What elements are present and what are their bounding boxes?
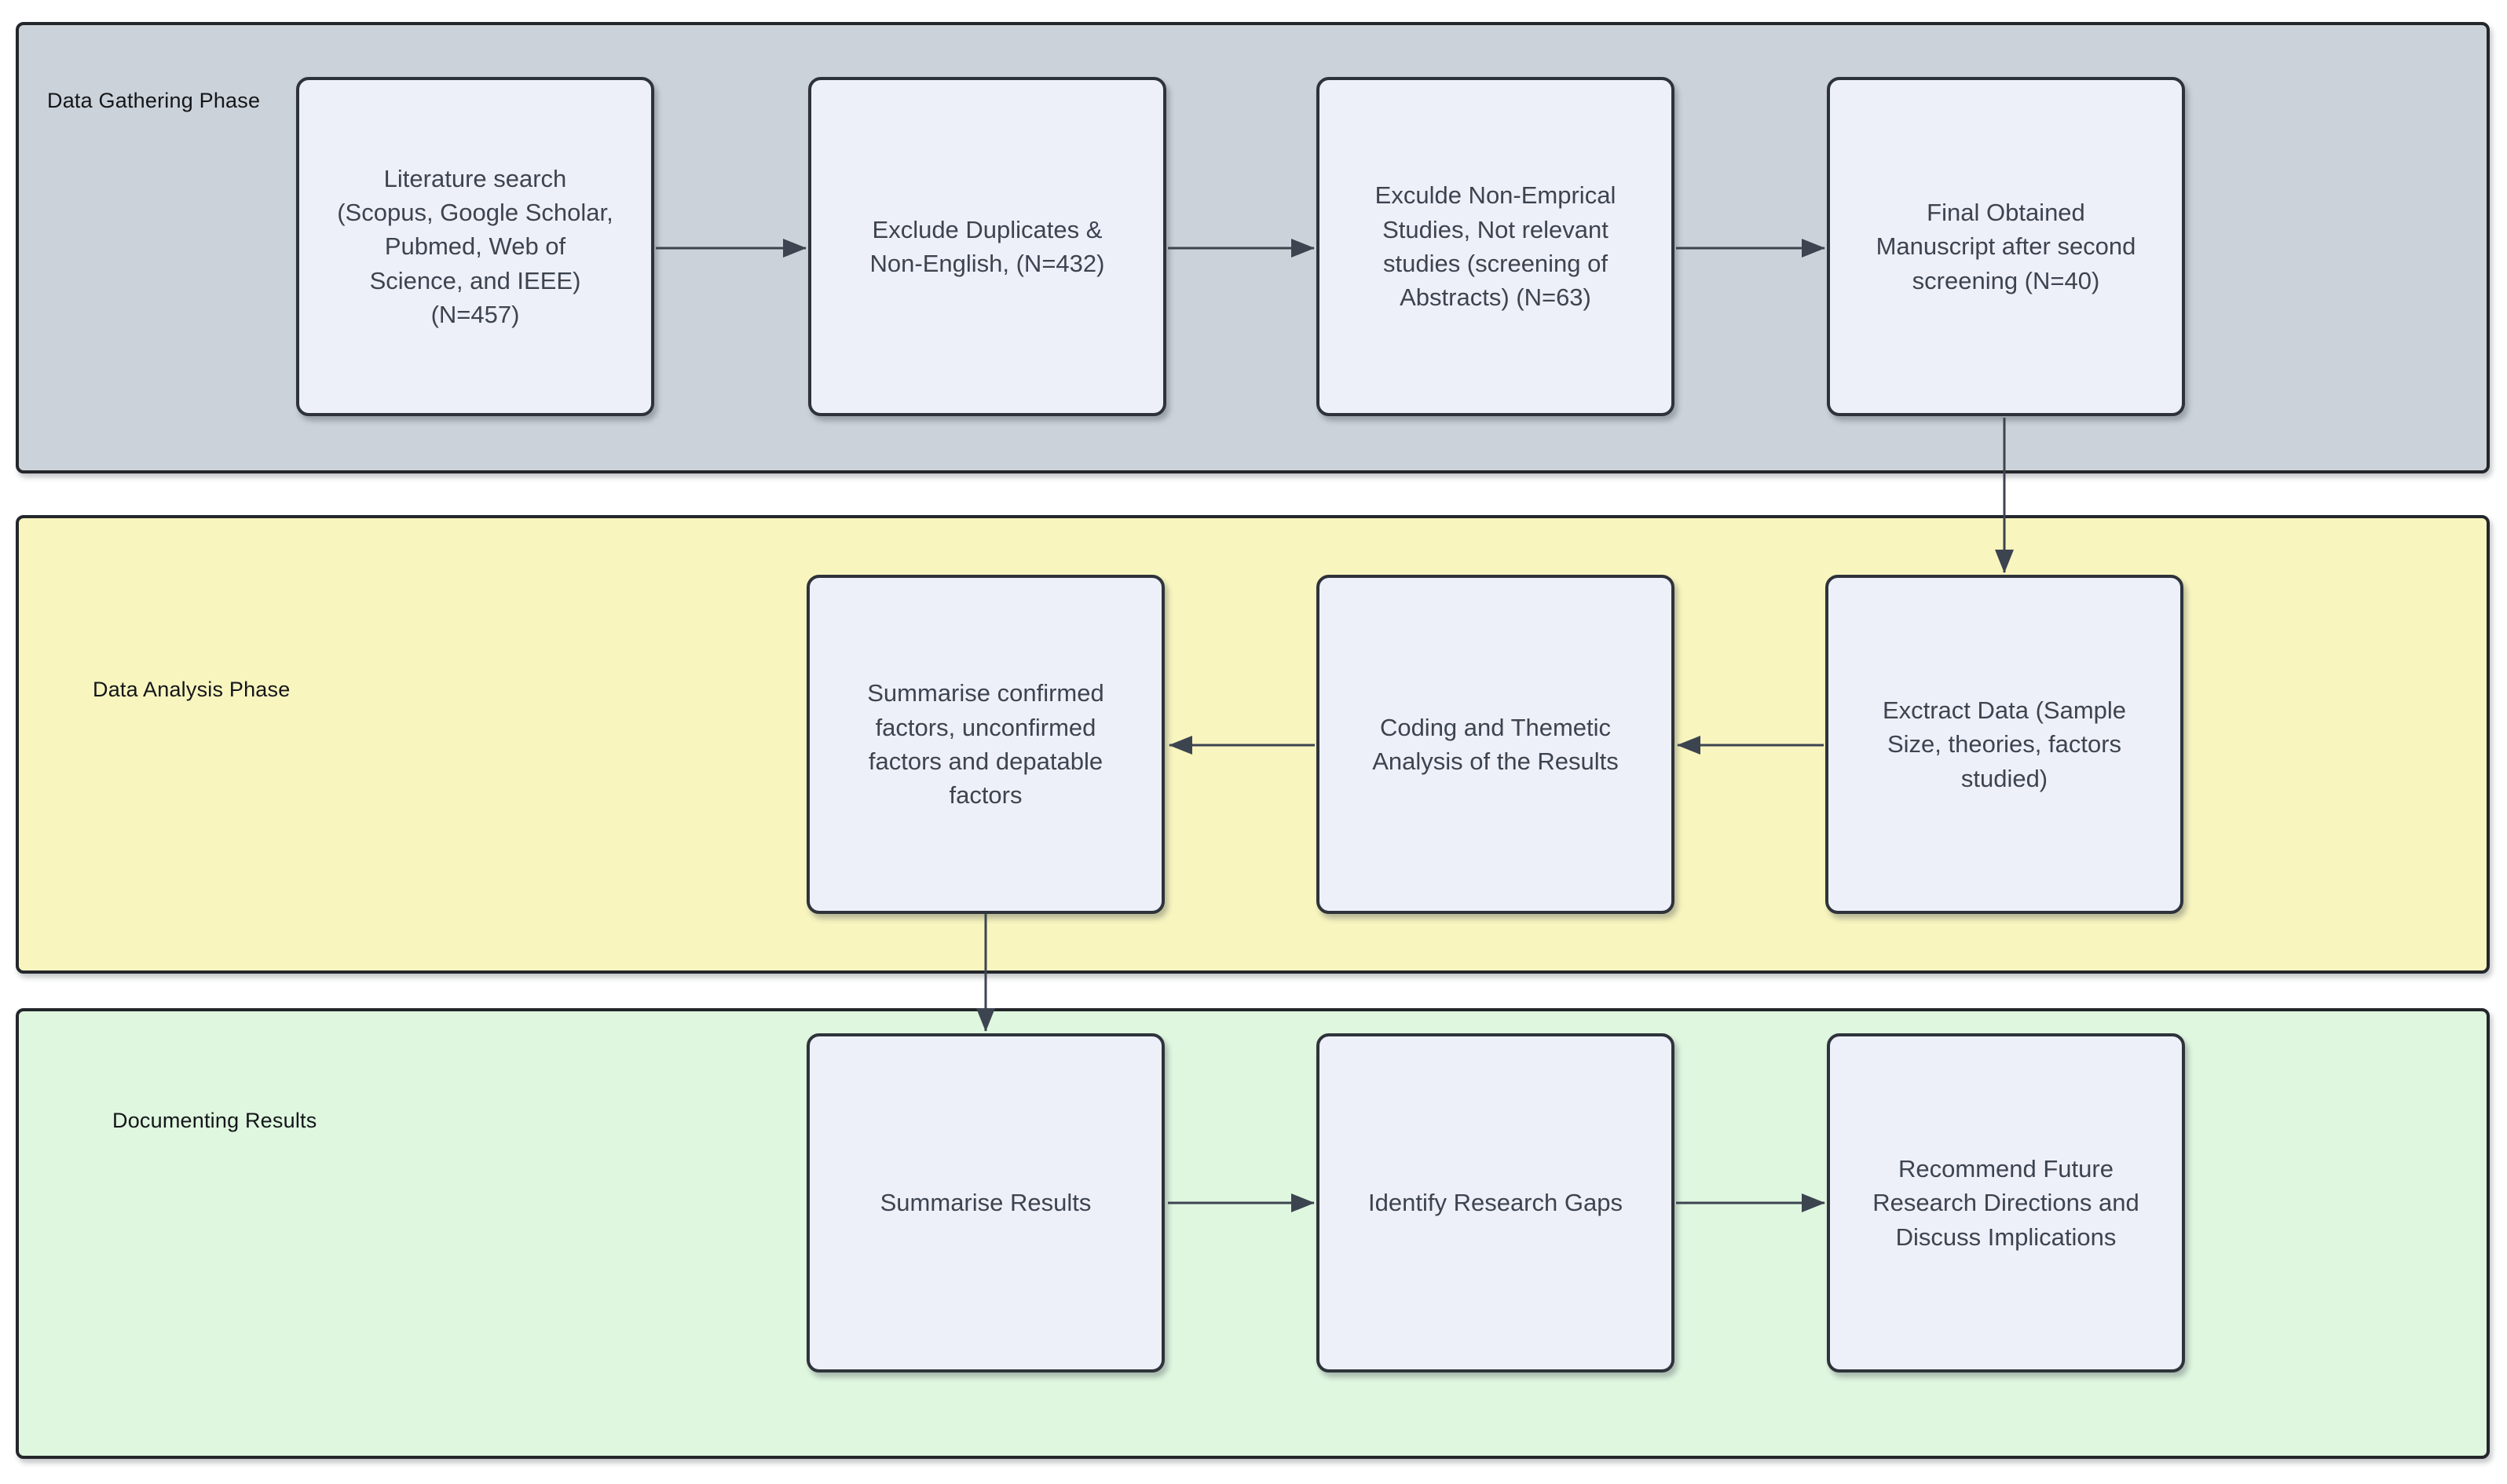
node-final-manuscript: Final Obtained Manuscript after second s…	[1827, 77, 2185, 416]
node-literature-search-text: Literature search (Scopus, Google Schola…	[337, 164, 613, 329]
node-final-manuscript-text: Final Obtained Manuscript after second s…	[1876, 198, 2136, 294]
phase-label-data-gathering: Data Gathering Phase	[47, 89, 261, 112]
node-summarise-results-text: Summarise Results	[880, 1189, 1092, 1217]
node-identify-gaps-text: Identify Research Gaps	[1368, 1189, 1623, 1217]
node-extract-data-text: Exctract Data (Sample Size, theories, fa…	[1882, 696, 2127, 792]
node-recommend-future: Recommend Future Research Directions and…	[1827, 1033, 2185, 1373]
node-exclude-duplicates-text: Exclude Duplicates & Non-English, (N=432…	[869, 215, 1105, 277]
node-summarise-results: Summarise Results	[807, 1033, 1165, 1373]
node-coding-thematic-text: Coding and Themetic Analysis of the Resu…	[1372, 713, 1619, 775]
node-identify-gaps: Identify Research Gaps	[1316, 1033, 1674, 1373]
node-exclude-duplicates: Exclude Duplicates & Non-English, (N=432…	[808, 77, 1166, 416]
phase-label-data-analysis: Data Analysis Phase	[93, 678, 291, 701]
phase-label-documenting-results: Documenting Results	[112, 1109, 317, 1132]
node-recommend-future-text: Recommend Future Research Directions and…	[1872, 1154, 2139, 1251]
node-exclude-non-empirical-text: Exculde Non-Emprical Studies, Not releva…	[1374, 181, 1616, 312]
node-literature-search: Literature search (Scopus, Google Schola…	[296, 77, 654, 416]
node-extract-data: Exctract Data (Sample Size, theories, fa…	[1825, 575, 2183, 914]
node-coding-thematic: Coding and Themetic Analysis of the Resu…	[1316, 575, 1674, 914]
node-summarise-factors-text: Summarise confirmed factors, unconfirmed…	[867, 679, 1104, 810]
node-summarise-factors: Summarise confirmed factors, unconfirmed…	[807, 575, 1165, 914]
node-exclude-non-empirical: Exculde Non-Emprical Studies, Not releva…	[1316, 77, 1674, 416]
